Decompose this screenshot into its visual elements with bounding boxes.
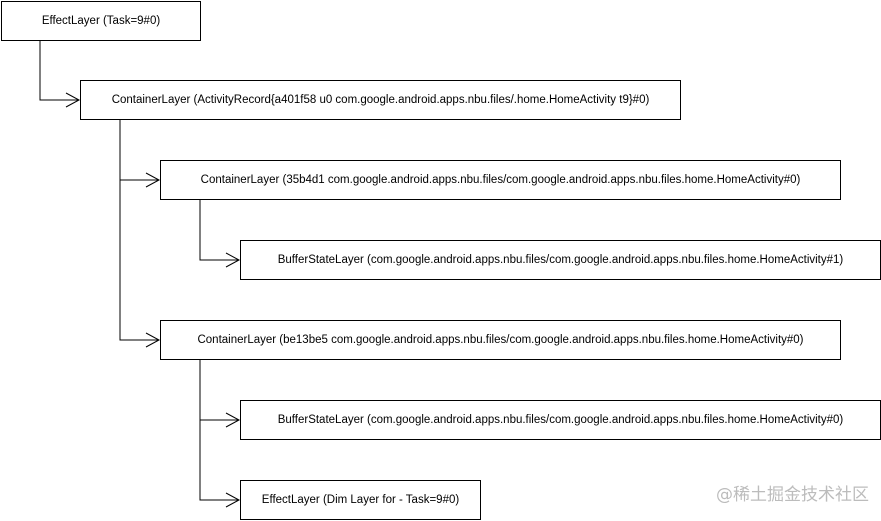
arrowhead xyxy=(225,492,241,508)
arrowhead xyxy=(225,412,241,428)
connector-effect_layer_task-to-container_activity_record xyxy=(39,41,81,108)
connector-container_be13be5-to-buffer_state_0 xyxy=(199,360,241,428)
connector-container_activity_record-to-container_be13be5 xyxy=(119,120,161,348)
connector-container_activity_record-to-container_35b4d1 xyxy=(119,120,161,188)
node-effect-layer-task: EffectLayer (Task=9#0) xyxy=(1,1,201,41)
node-effect-layer-dim: EffectLayer (Dim Layer for - Task=9#0) xyxy=(240,480,481,520)
connector-container_be13be5-to-effect_layer_dim xyxy=(199,360,241,508)
connector-line xyxy=(119,120,159,341)
connector-line xyxy=(199,200,239,261)
arrowhead xyxy=(145,172,161,188)
node-buffer-state-0: BufferStateLayer (com.google.android.app… xyxy=(240,400,881,440)
connector-line xyxy=(39,41,79,101)
connector-line xyxy=(199,360,239,501)
node-container-activity-record: ContainerLayer (ActivityRecord{a401f58 u… xyxy=(80,80,681,120)
node-container-be13be5: ContainerLayer (be13be5 com.google.andro… xyxy=(160,320,841,360)
arrowhead xyxy=(225,252,241,268)
watermark: @稀土掘金技术社区 xyxy=(716,485,869,505)
node-container-35b4d1: ContainerLayer (35b4d1 com.google.androi… xyxy=(160,160,841,200)
connector-container_35b4d1-to-buffer_state_1 xyxy=(199,200,241,268)
connector-line xyxy=(199,360,239,421)
node-buffer-state-1: BufferStateLayer (com.google.android.app… xyxy=(240,240,881,280)
connector-line xyxy=(119,120,159,181)
arrowhead xyxy=(65,92,81,108)
arrowhead xyxy=(145,332,161,348)
